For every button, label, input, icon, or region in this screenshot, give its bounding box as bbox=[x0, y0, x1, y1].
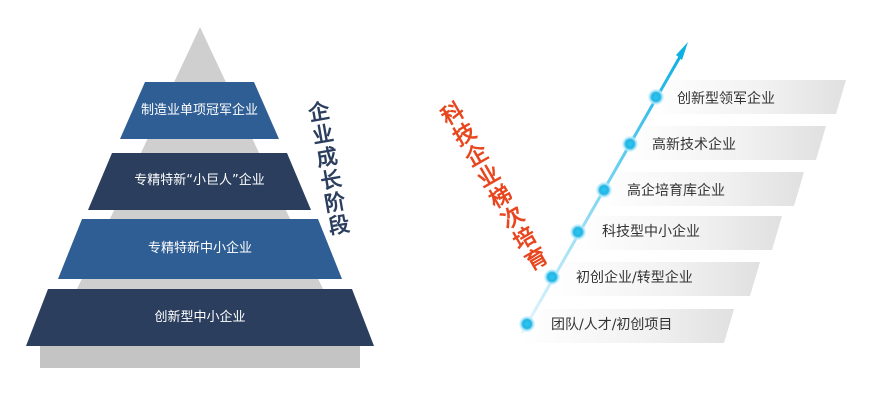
pyramid-band-1 bbox=[120, 82, 279, 139]
ladder-step-4: 科技型中小企业 bbox=[602, 224, 700, 240]
ladder-step-dot-3 bbox=[596, 182, 612, 198]
ladder-step-bar-6 bbox=[522, 309, 734, 343]
ladder-step-dot-2 bbox=[622, 136, 638, 152]
pyramid-band-2 bbox=[88, 153, 311, 210]
ladder-step-5: 初创企业/转型企业 bbox=[576, 270, 693, 286]
ladder-step-bar-1 bbox=[648, 80, 846, 114]
ladder-step-dot-5 bbox=[544, 269, 560, 285]
pyramid-level-3: 专精特新中小企业 bbox=[147, 241, 252, 256]
pyramid-level-1: 制造业单项冠军企业 bbox=[140, 103, 258, 118]
pyramid-level-4: 创新型中小企业 bbox=[154, 310, 246, 325]
pyramid-base bbox=[40, 344, 360, 368]
pyramid-band-3 bbox=[58, 219, 342, 279]
growth-arrow-icon bbox=[676, 42, 688, 60]
ladder-step-dot-4 bbox=[570, 224, 586, 240]
ladder-step-bar-5 bbox=[548, 262, 760, 296]
pyramid-band-4 bbox=[26, 289, 374, 346]
ladder-step-dot-6 bbox=[519, 316, 535, 332]
ladder-step-3: 高企培育库企业 bbox=[627, 183, 725, 199]
ladder-step-dot-1 bbox=[648, 89, 664, 105]
ladder-step-2: 高新技术企业 bbox=[652, 137, 736, 153]
ladder-step-6: 团队/人才/初创项目 bbox=[551, 317, 673, 333]
ladder-step-1: 创新型领军企业 bbox=[677, 91, 775, 107]
ladder-step-bar-3 bbox=[598, 172, 804, 206]
ladder-step-bar-2 bbox=[623, 126, 826, 160]
pyramid-level-2: 专精特新“小巨人”企业 bbox=[134, 173, 265, 188]
ladder-step-bar-4 bbox=[573, 216, 782, 250]
